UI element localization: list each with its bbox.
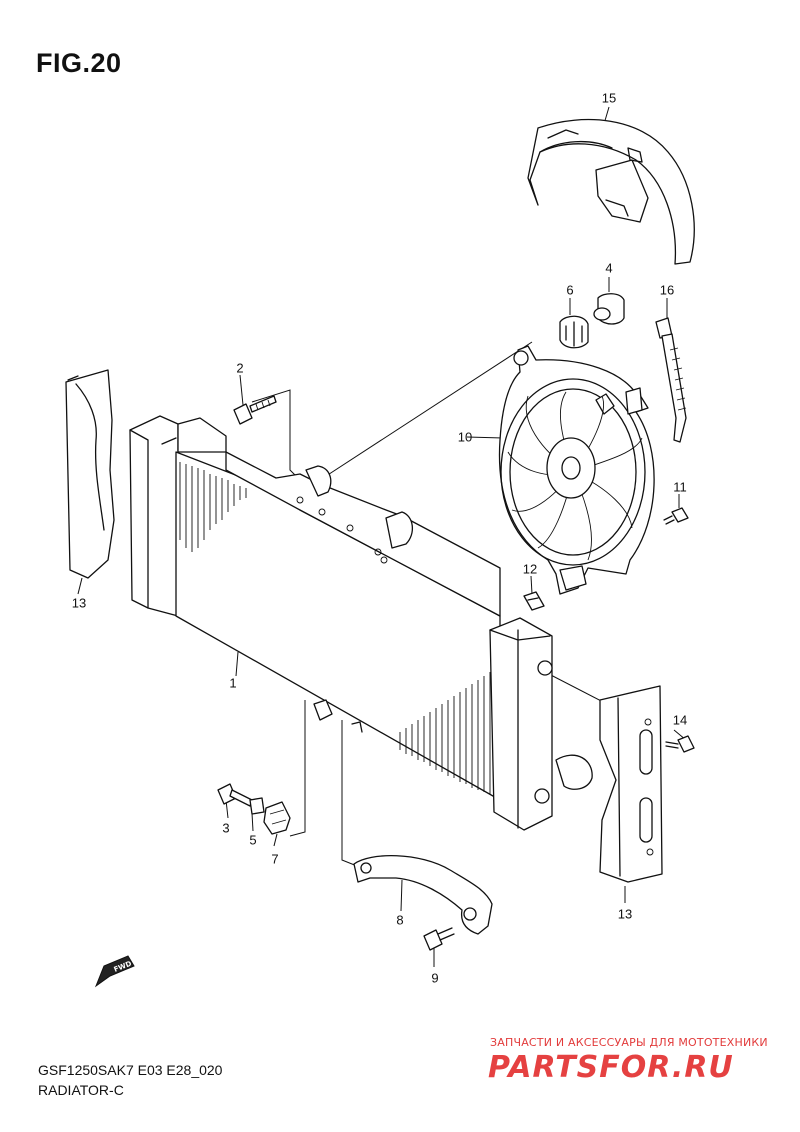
part-14-bolt [665, 735, 695, 753]
watermark-subtitle: ЗАПЧАСТИ И АКСЕССУАРЫ ДЛЯ МОТОТЕХНИКИ [490, 1036, 768, 1049]
callout-7: 7 [271, 851, 279, 867]
part-15-fan-cover [527, 118, 695, 265]
callout-5: 5 [249, 832, 257, 848]
part-2-bolt [233, 395, 277, 425]
part-5-collar [249, 797, 265, 815]
callout-13-left: 13 [71, 595, 87, 611]
part-6-grommet [559, 315, 589, 349]
figure-title: FIG.20 [36, 48, 122, 78]
callout-13-right: 13 [617, 906, 633, 922]
callout-12: 12 [522, 561, 538, 577]
callout-14: 14 [672, 712, 688, 728]
callout-3: 3 [222, 820, 230, 836]
part-1-radiator [129, 415, 593, 831]
callout-11: 11 [673, 479, 687, 495]
callout-15: 15 [601, 90, 617, 106]
callout-9: 9 [431, 970, 439, 986]
leader-lines [77, 106, 687, 967]
part-11-bolt [663, 507, 689, 525]
part-12-nut [523, 591, 545, 611]
part-7-grommet [263, 801, 291, 835]
part-9-bolt [423, 927, 455, 951]
part-3-bolt [217, 783, 253, 807]
part-group-name: RADIATOR-C [38, 1082, 124, 1098]
callout-16: 16 [659, 282, 675, 298]
part-10-fan [498, 345, 655, 595]
watermark-logo: PARTSFOR.RU [488, 1050, 734, 1085]
model-code: GSF1250SAK7 E03 E28_020 [38, 1062, 223, 1078]
callout-10: 10 [457, 429, 473, 445]
callout-1: 1 [229, 675, 237, 691]
callout-8: 8 [396, 912, 404, 928]
part-8-lower-bracket [353, 854, 493, 935]
part-4-collar [593, 293, 625, 325]
part-16-cable-tie [655, 317, 687, 443]
callout-4: 4 [605, 260, 613, 276]
fwd-direction-badge: FWD [94, 955, 135, 988]
part-13-side-cover-left [65, 369, 115, 579]
callout-2: 2 [236, 360, 244, 376]
callout-6: 6 [566, 282, 574, 298]
part-13-side-cover-right [599, 685, 663, 883]
